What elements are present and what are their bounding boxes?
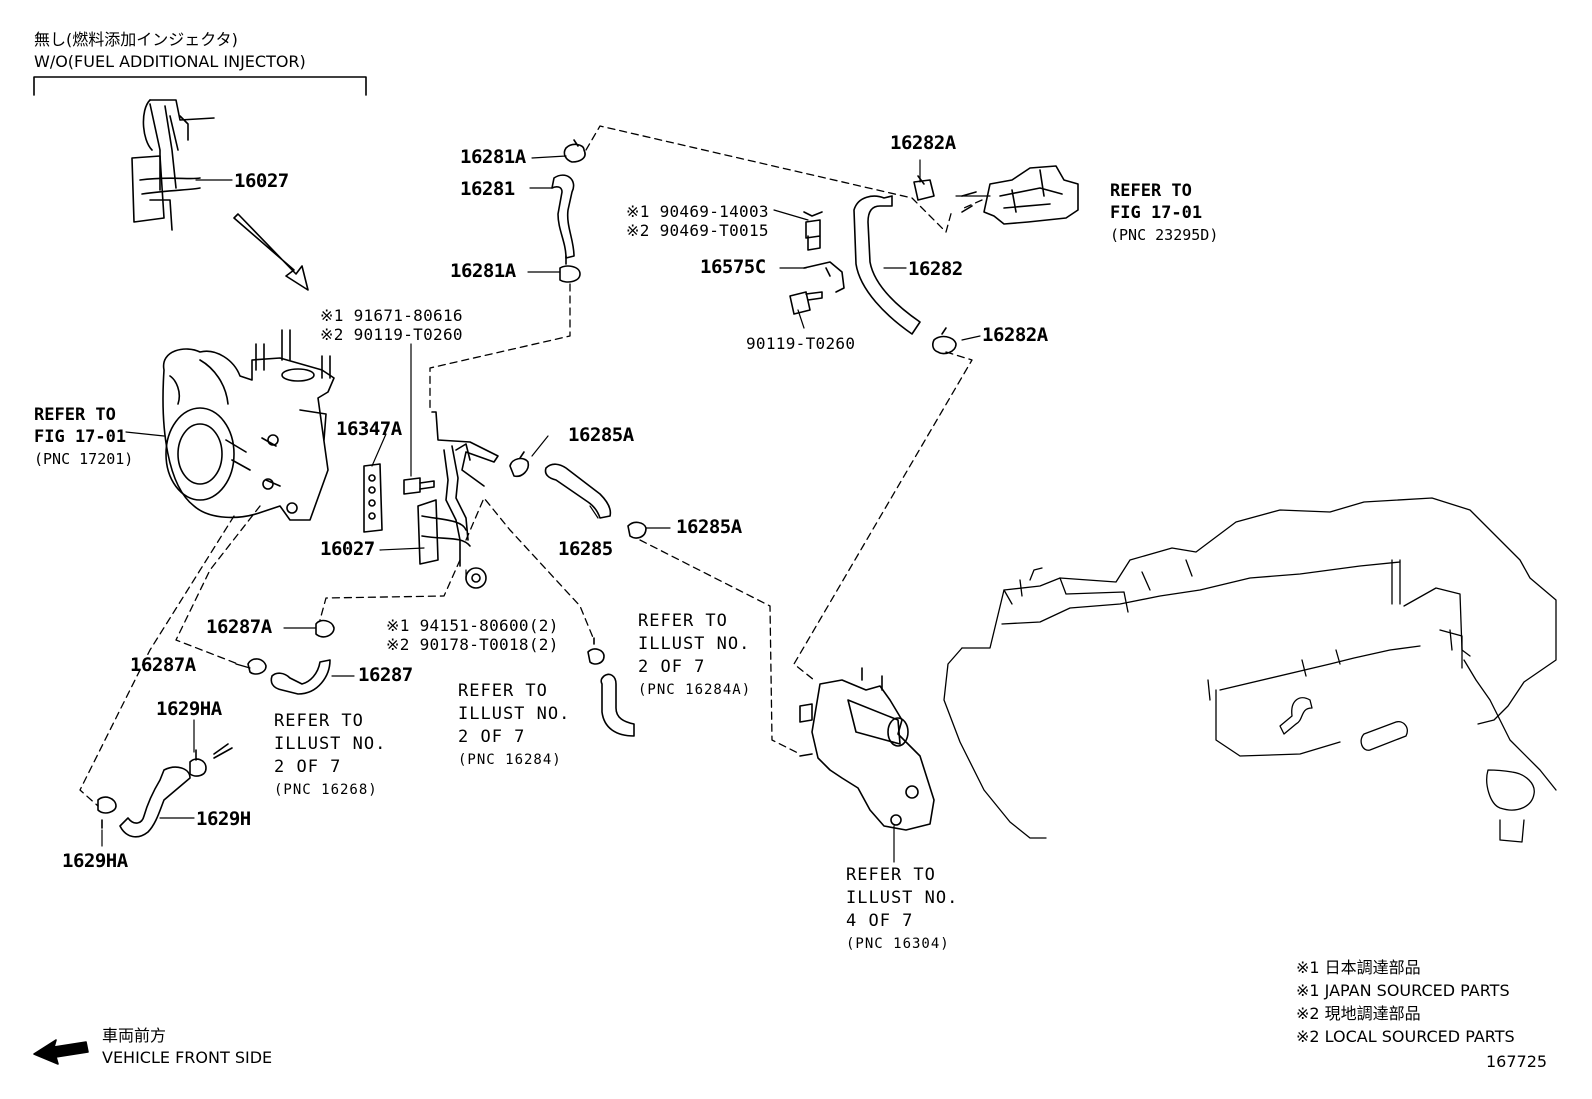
hose-16285-icon bbox=[509, 451, 647, 539]
refer-line: ILLUST NO. bbox=[638, 634, 751, 654]
assembly-dashed-lines bbox=[79, 125, 983, 807]
refer-line: 2 OF 7 bbox=[274, 757, 342, 777]
part-label-16347A[interactable]: 16347A bbox=[336, 418, 402, 440]
water-outlet-icon bbox=[799, 667, 935, 831]
refer-line: FIG 17-01 bbox=[34, 427, 127, 447]
refer-line: REFER TO bbox=[458, 681, 548, 701]
refer-line: (PNC 17201) bbox=[34, 450, 134, 468]
bolt-ref-line: ※1 90469-14003 bbox=[626, 202, 769, 221]
legend-line: ※1 JAPAN SOURCED PARTS bbox=[1296, 981, 1510, 1000]
egr-valve-icon bbox=[961, 165, 1079, 225]
bolt-ref-90469[interactable]: ※1 90469-14003 ※2 90469-T0015 bbox=[626, 202, 769, 240]
refer-line: REFER TO bbox=[638, 611, 728, 631]
bolt-ref-line: ※1 94151-80600(2) bbox=[386, 616, 559, 635]
part-label-16287A-top[interactable]: 16287A bbox=[206, 616, 272, 638]
refer-line: 4 OF 7 bbox=[846, 911, 914, 931]
refer-line: (PNC 16284) bbox=[458, 752, 562, 768]
bolt-ref-line: ※2 90469-T0015 bbox=[626, 221, 769, 240]
refer-line: 2 OF 7 bbox=[458, 727, 526, 747]
illustration-number: 167725 bbox=[1486, 1052, 1548, 1071]
refer-line: REFER TO bbox=[274, 711, 364, 731]
part-label-16287[interactable]: 16287 bbox=[358, 664, 413, 686]
refer-fig-17-01-right[interactable]: REFER TO FIG 17-01 (PNC 23295D) bbox=[1110, 180, 1218, 246]
refer-line: 2 OF 7 bbox=[638, 657, 706, 677]
refer-line: REFER TO bbox=[1110, 181, 1192, 201]
legend-line: ※1 日本調達部品 bbox=[1296, 958, 1421, 977]
part-label-16027[interactable]: 16027 bbox=[320, 538, 375, 560]
refer-line: ILLUST NO. bbox=[458, 704, 571, 724]
part-label-16287A-left[interactable]: 16287A bbox=[130, 654, 196, 676]
gasket-icon bbox=[363, 463, 383, 533]
refer-line: (PNC 23295D) bbox=[1110, 226, 1219, 244]
sourcing-legend: ※1 日本調達部品 ※1 JAPAN SOURCED PARTS ※2 現地調達… bbox=[1296, 956, 1515, 1048]
assembly-arrow-icon bbox=[233, 213, 309, 291]
refer-line: REFER TO bbox=[846, 865, 936, 885]
refer-line: FIG 17-01 bbox=[1110, 203, 1203, 223]
part-label-1629H[interactable]: 1629H bbox=[196, 808, 251, 830]
part-label-1629HA-top[interactable]: 1629HA bbox=[156, 698, 222, 720]
part-label-16281A-bottom[interactable]: 16281A bbox=[450, 260, 516, 282]
part-label-16282[interactable]: 16282 bbox=[908, 258, 963, 280]
bolt-icon bbox=[403, 343, 435, 495]
part-label-16282A-top[interactable]: 16282A bbox=[890, 132, 956, 154]
refer-line: ILLUST NO. bbox=[846, 888, 959, 908]
part-label-16281[interactable]: 16281 bbox=[460, 178, 515, 200]
bolt-ref-91671[interactable]: ※1 91671-80616 ※2 90119-T0260 bbox=[320, 306, 463, 344]
refer-illust-16268[interactable]: REFER TO ILLUST NO. 2 OF 7 (PNC 16268) bbox=[274, 710, 386, 802]
hose-16281-icon bbox=[551, 139, 586, 283]
front-indicator-ja: 車両前方 bbox=[102, 1026, 167, 1045]
bolt-ref-line: ※2 90178-T0018(2) bbox=[386, 635, 559, 654]
pipe-bracket-icon-2 bbox=[417, 411, 499, 567]
refer-line: REFER TO bbox=[34, 405, 116, 425]
part-label-16281A-top[interactable]: 16281A bbox=[460, 146, 526, 168]
refer-line: (PNC 16304) bbox=[846, 936, 950, 952]
hose-16284-icon bbox=[587, 637, 635, 737]
part-label-90119-T0260[interactable]: 90119-T0260 bbox=[746, 334, 856, 353]
refer-line: (PNC 16284A) bbox=[638, 682, 752, 698]
variant-header-en: W/O(FUEL ADDITIONAL INJECTOR) bbox=[34, 52, 306, 71]
bolt-ref-line: ※1 91671-80616 bbox=[320, 306, 463, 325]
part-label-16027-top[interactable]: 16027 bbox=[234, 170, 289, 192]
refer-illust-16284[interactable]: REFER TO ILLUST NO. 2 OF 7 (PNC 16284) bbox=[458, 680, 570, 772]
front-indicator-en: VEHICLE FRONT SIDE bbox=[102, 1048, 273, 1067]
hose-16287-icon bbox=[247, 619, 335, 695]
bolt-ref-94151[interactable]: ※1 94151-80600(2) ※2 90178-T0018(2) bbox=[386, 616, 559, 654]
part-label-16285A-bottom[interactable]: 16285A bbox=[676, 516, 742, 538]
part-label-16285A-top[interactable]: 16285A bbox=[568, 424, 634, 446]
part-label-1629HA-bottom[interactable]: 1629HA bbox=[62, 850, 128, 872]
refer-line: ILLUST NO. bbox=[274, 734, 387, 754]
nut-icon bbox=[465, 567, 487, 589]
leader-lines bbox=[101, 155, 991, 863]
refer-line: (PNC 16268) bbox=[274, 782, 378, 798]
part-label-16285[interactable]: 16285 bbox=[558, 538, 613, 560]
variant-header-ja: 無し(燃料添加インジェクタ) bbox=[34, 30, 238, 49]
vacuum-pump-icon bbox=[162, 329, 335, 521]
engine-block-icon bbox=[943, 497, 1557, 843]
part-label-16282A-bottom[interactable]: 16282A bbox=[982, 324, 1048, 346]
legend-line: ※2 現地調達部品 bbox=[1296, 1004, 1421, 1023]
variant-bracket bbox=[33, 76, 367, 96]
bolt-ref-line: ※2 90119-T0260 bbox=[320, 325, 463, 344]
bolt-bracket-icon bbox=[789, 211, 845, 315]
refer-illust-16284A[interactable]: REFER TO ILLUST NO. 2 OF 7 (PNC 16284A) bbox=[638, 610, 751, 702]
pipe-bracket-icon bbox=[131, 99, 215, 231]
hose-1629H-icon bbox=[97, 743, 233, 838]
refer-illust-16304[interactable]: REFER TO ILLUST NO. 4 OF 7 (PNC 16304) bbox=[846, 864, 958, 956]
legend-line: ※2 LOCAL SOURCED PARTS bbox=[1296, 1027, 1515, 1046]
vehicle-front-arrow-icon bbox=[33, 1039, 89, 1065]
refer-fig-17-01-left[interactable]: REFER TO FIG 17-01 (PNC 17201) bbox=[34, 404, 133, 470]
part-label-16575C[interactable]: 16575C bbox=[700, 256, 766, 278]
